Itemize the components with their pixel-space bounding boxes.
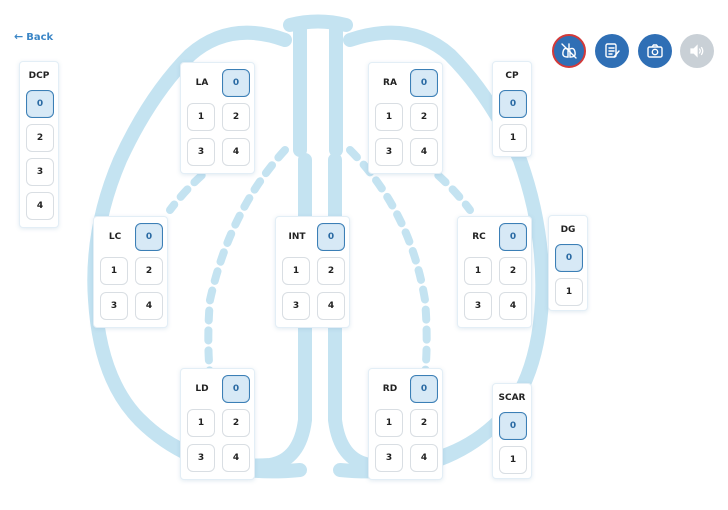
zone-rd-option-2[interactable]: 2 xyxy=(410,409,438,437)
zone-int-label: INT xyxy=(288,232,306,242)
zone-ld-card: LD 0 1 2 3 4 xyxy=(180,368,255,480)
zone-rc-option-4[interactable]: 4 xyxy=(499,292,527,320)
zone-la-label: LA xyxy=(195,78,209,88)
zone-ra-card: RA 0 1 2 3 4 xyxy=(368,62,443,174)
zone-la-option-3[interactable]: 3 xyxy=(187,138,215,166)
zone-rc-card: RC 0 1 2 3 4 xyxy=(457,216,532,328)
zone-la-card: LA 0 1 2 3 4 xyxy=(180,62,255,174)
lungs-off-button[interactable] xyxy=(552,34,586,68)
zone-cp-card: CP 0 1 xyxy=(492,61,532,157)
zone-ra-option-0[interactable]: 0 xyxy=(410,69,438,97)
lungs-off-icon xyxy=(561,43,577,59)
camera-icon xyxy=(647,44,663,58)
notes-icon xyxy=(605,43,620,58)
zone-ra-option-1[interactable]: 1 xyxy=(375,103,403,131)
zone-dcp-label: DCP xyxy=(28,71,50,81)
zone-scar-option-0[interactable]: 0 xyxy=(499,412,527,440)
zone-rc-option-1[interactable]: 1 xyxy=(464,257,492,285)
volume-button[interactable] xyxy=(680,34,714,68)
zone-dg-option-1[interactable]: 1 xyxy=(555,278,583,306)
zone-scar-card: SCAR 0 1 xyxy=(492,383,532,479)
zone-int-option-4[interactable]: 4 xyxy=(317,292,345,320)
zone-dcp-option-3[interactable]: 3 xyxy=(26,158,54,186)
back-label: Back xyxy=(26,32,54,43)
zone-dcp-option-0[interactable]: 0 xyxy=(26,90,54,118)
zone-la-option-2[interactable]: 2 xyxy=(222,103,250,131)
zone-ra-option-3[interactable]: 3 xyxy=(375,138,403,166)
zone-ld-option-0[interactable]: 0 xyxy=(222,375,250,403)
zone-rd-option-3[interactable]: 3 xyxy=(375,444,403,472)
zone-ra-option-4[interactable]: 4 xyxy=(410,138,438,166)
zone-la-option-1[interactable]: 1 xyxy=(187,103,215,131)
zone-int-option-2[interactable]: 2 xyxy=(317,257,345,285)
zone-lc-option-2[interactable]: 2 xyxy=(135,257,163,285)
back-arrow-icon: ← xyxy=(14,30,24,43)
zone-scar-option-1[interactable]: 1 xyxy=(499,446,527,474)
zone-lc-card: LC 0 1 2 3 4 xyxy=(93,216,168,328)
camera-button[interactable] xyxy=(638,34,672,68)
zone-lc-option-3[interactable]: 3 xyxy=(100,292,128,320)
zone-int-option-1[interactable]: 1 xyxy=(282,257,310,285)
zone-dg-card: DG 0 1 xyxy=(548,215,588,311)
zone-cp-label: CP xyxy=(505,71,519,81)
zone-cp-option-0[interactable]: 0 xyxy=(499,90,527,118)
zone-la-option-0[interactable]: 0 xyxy=(222,69,250,97)
zone-rd-option-0[interactable]: 0 xyxy=(410,375,438,403)
zone-rd-label: RD xyxy=(382,384,398,394)
zone-dcp-card: DCP 0 2 3 4 xyxy=(19,61,59,228)
zone-dcp-option-2[interactable]: 2 xyxy=(26,124,54,152)
zone-ra-label: RA xyxy=(383,78,397,88)
zone-rc-option-3[interactable]: 3 xyxy=(464,292,492,320)
zone-lc-label: LC xyxy=(108,232,122,242)
zone-lc-option-1[interactable]: 1 xyxy=(100,257,128,285)
zone-lc-option-4[interactable]: 4 xyxy=(135,292,163,320)
zone-cp-option-1[interactable]: 1 xyxy=(499,124,527,152)
zone-ld-label: LD xyxy=(195,384,209,394)
zone-rc-label: RC xyxy=(472,232,486,242)
zone-int-card: INT 0 1 2 3 4 xyxy=(275,216,350,328)
zone-dg-label: DG xyxy=(560,225,576,235)
zone-dcp-option-4[interactable]: 4 xyxy=(26,192,54,220)
zone-rc-option-0[interactable]: 0 xyxy=(499,223,527,251)
zone-la-option-4[interactable]: 4 xyxy=(222,138,250,166)
zone-ld-option-2[interactable]: 2 xyxy=(222,409,250,437)
zone-lc-option-0[interactable]: 0 xyxy=(135,223,163,251)
zone-ra-option-2[interactable]: 2 xyxy=(410,103,438,131)
zone-ld-option-3[interactable]: 3 xyxy=(187,444,215,472)
volume-icon xyxy=(690,44,704,58)
zone-int-option-0[interactable]: 0 xyxy=(317,223,345,251)
zone-dg-option-0[interactable]: 0 xyxy=(555,244,583,272)
zone-ld-option-4[interactable]: 4 xyxy=(222,444,250,472)
back-button[interactable]: ←Back xyxy=(14,30,53,43)
zone-rd-card: RD 0 1 2 3 4 xyxy=(368,368,443,480)
zone-rd-option-1[interactable]: 1 xyxy=(375,409,403,437)
zone-int-option-3[interactable]: 3 xyxy=(282,292,310,320)
zone-scar-label: SCAR xyxy=(498,393,526,403)
notes-button[interactable] xyxy=(595,34,629,68)
zone-rc-option-2[interactable]: 2 xyxy=(499,257,527,285)
zone-rd-option-4[interactable]: 4 xyxy=(410,444,438,472)
zone-ld-option-1[interactable]: 1 xyxy=(187,409,215,437)
